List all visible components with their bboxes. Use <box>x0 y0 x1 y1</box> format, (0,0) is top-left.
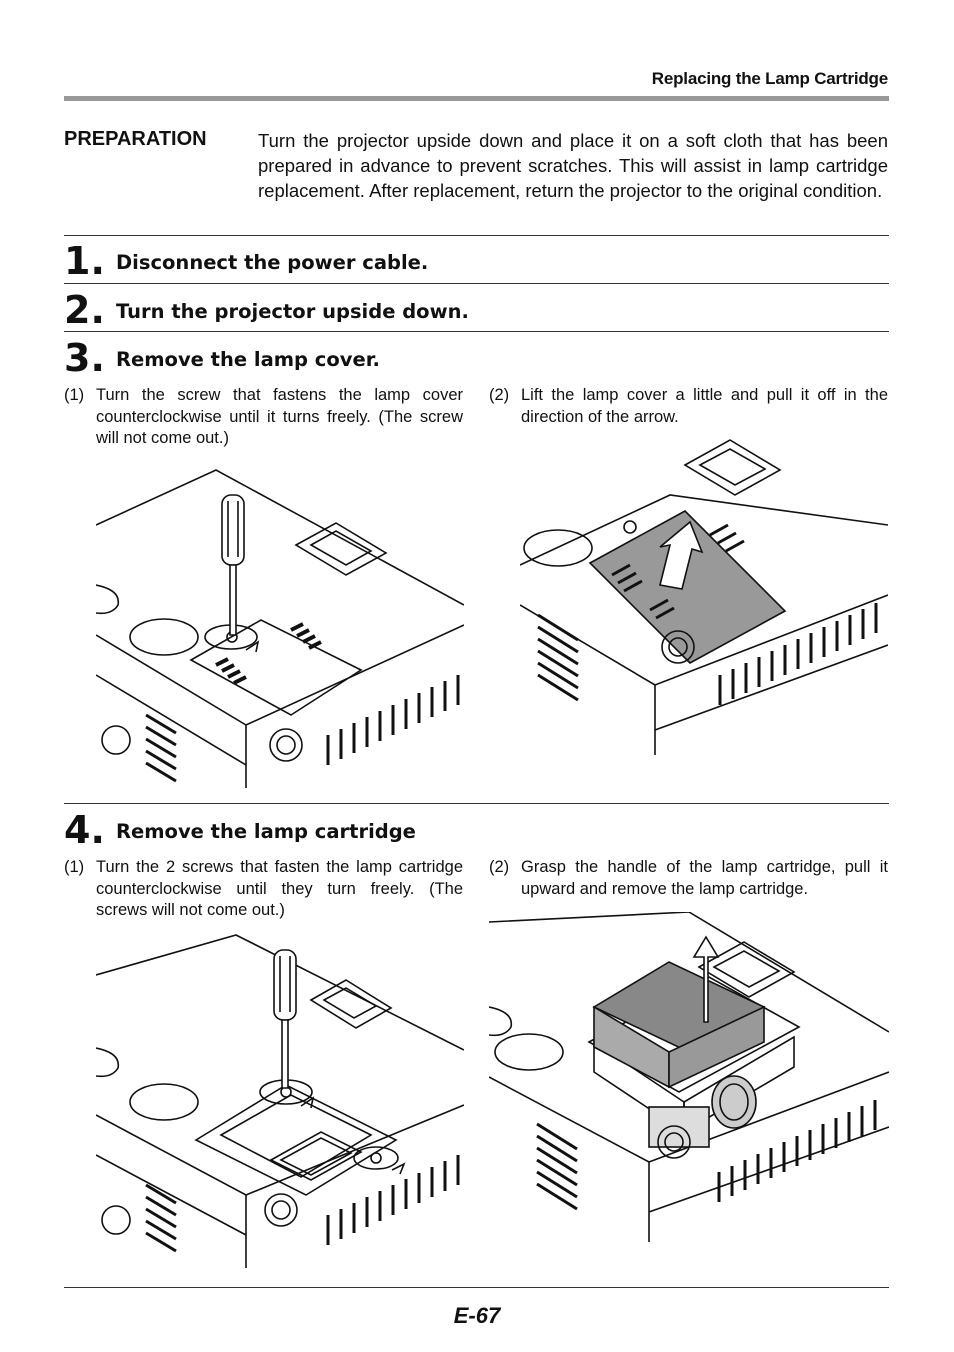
substep-number: (1) <box>64 858 85 876</box>
illustration-remove-lamp-cartridge <box>489 912 889 1242</box>
step-3-substep-2: (2) Lift the lamp cover a little and pul… <box>489 385 888 428</box>
step-2-number: 2. <box>64 288 105 332</box>
step-1-title: Disconnect the power cable. <box>116 251 429 274</box>
substep-number: (2) <box>489 386 510 404</box>
header-divider <box>64 96 889 101</box>
illustration-unscrew-lamp-cover <box>96 465 464 788</box>
divider <box>64 235 889 236</box>
step-4-number: 4. <box>64 808 105 852</box>
substep-text: Turn the screw that fastens the lamp cov… <box>96 386 463 447</box>
step-1-number: 1. <box>64 239 105 283</box>
page-number: E-67 <box>453 1303 501 1328</box>
illustration-lift-lamp-cover <box>520 435 888 755</box>
footer-divider <box>64 1287 889 1288</box>
preparation-text: Turn the projector upside down and place… <box>258 130 888 201</box>
illustration-unscrew-lamp-cartridge <box>96 930 464 1268</box>
substep-text: Turn the 2 screws that fasten the lamp c… <box>96 858 463 919</box>
step-4-substep-1: (1) Turn the 2 screws that fasten the la… <box>64 857 463 922</box>
divider <box>64 803 889 804</box>
step-4-title: Remove the lamp cartridge <box>116 820 416 843</box>
substep-text: Grasp the handle of the lamp cartridge, … <box>521 858 888 898</box>
preparation-label: PREPARATION <box>64 128 207 150</box>
step-3-title: Remove the lamp cover. <box>116 348 380 371</box>
step-3-substep-1: (1) Turn the screw that fastens the lamp… <box>64 385 463 450</box>
substep-number: (2) <box>489 858 510 876</box>
divider <box>64 331 889 332</box>
divider <box>64 283 889 284</box>
step-4-substep-2: (2) Grasp the handle of the lamp cartrid… <box>489 857 888 900</box>
substep-number: (1) <box>64 386 85 404</box>
running-header: Replacing the Lamp Cartridge <box>651 69 888 88</box>
step-2-title: Turn the projector upside down. <box>116 300 469 323</box>
substep-text: Lift the lamp cover a little and pull it… <box>521 386 888 426</box>
step-3-number: 3. <box>64 336 105 380</box>
